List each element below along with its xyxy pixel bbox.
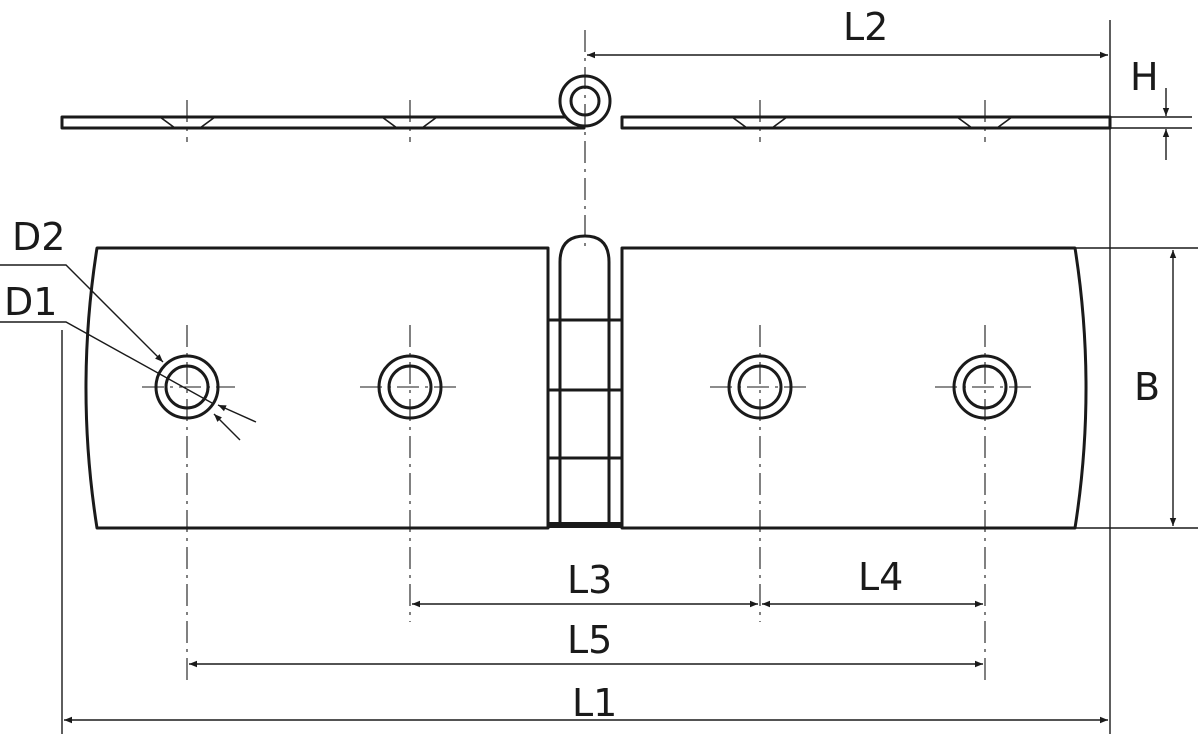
label-L5: L5 (567, 618, 612, 662)
side-view (60, 74, 1112, 142)
label-H: H (1130, 55, 1159, 99)
dimension-lines (0, 51, 1177, 724)
side-view-leaf-right (620, 115, 1112, 130)
label-D1: D1 (4, 280, 57, 324)
label-L4: L4 (858, 555, 903, 599)
dim-D1-leader (0, 321, 213, 404)
dim-D2-leader (0, 264, 164, 363)
label-D2: D2 (12, 215, 65, 259)
side-view-countersink (159, 116, 176, 129)
label-B: B (1134, 365, 1160, 409)
side-view-leaf-left (60, 115, 586, 130)
hinge-seam (548, 522, 622, 528)
label-L2: L2 (843, 5, 888, 49)
top-view (84, 234, 1088, 530)
hinge-knuckle-top (558, 234, 611, 320)
label-L3: L3 (567, 558, 612, 602)
label-L1: L1 (572, 681, 617, 725)
extension-lines (61, 20, 1198, 734)
plate-outline (84, 246, 550, 530)
